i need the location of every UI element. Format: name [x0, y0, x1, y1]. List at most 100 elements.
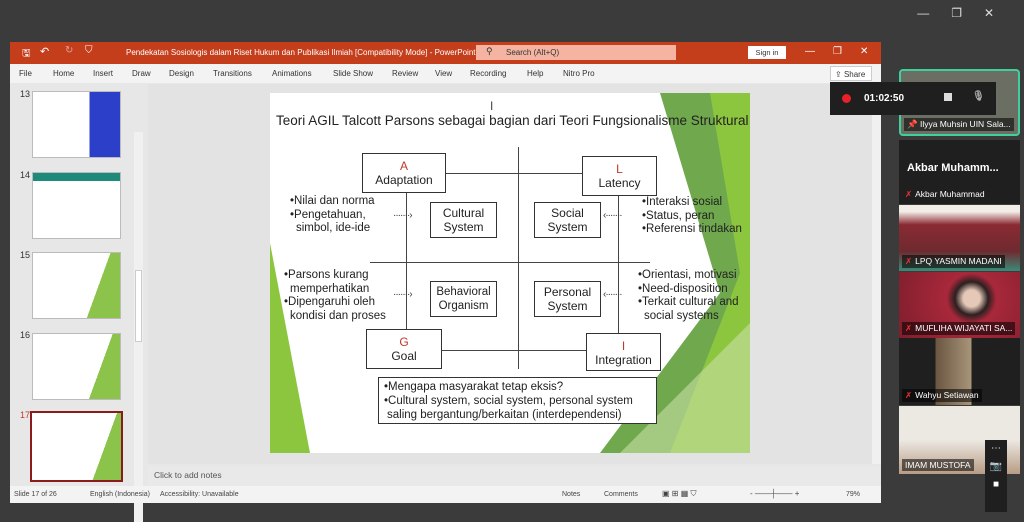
mic-muted-icon: ✗	[905, 323, 913, 333]
box-line: Social	[551, 206, 584, 220]
tab-design[interactable]: Design	[169, 69, 194, 78]
notes-pane[interactable]: Click to add notes	[148, 466, 881, 486]
box-line: Behavioral	[436, 286, 491, 298]
close-button[interactable]: ✕	[860, 46, 869, 57]
arrow-right-icon: ·······›	[393, 210, 413, 221]
letter-a: A	[399, 159, 408, 173]
thumbnail-scrollbar[interactable]	[134, 132, 143, 522]
recording-timer: 01:02:50	[864, 93, 905, 104]
minimize-button[interactable]: —	[805, 46, 815, 57]
tab-nitro-pro[interactable]: Nitro Pro	[563, 69, 595, 78]
record-icon	[842, 94, 851, 103]
mic-muted-icon: ✗	[905, 189, 913, 199]
participant-tile[interactable]: ✗Wahyu Setiawan	[899, 338, 1020, 405]
sign-in-button[interactable]: Sign in	[748, 46, 786, 59]
adaptation-notes: •Nilai dan norma•Pengetahuan,simbol, ide…	[290, 195, 375, 236]
slide-thumbnails-pane: 13 14 15 16 17	[10, 84, 145, 522]
zoom-level[interactable]: 79%	[846, 491, 861, 498]
arrow-left-icon: ‹·······	[603, 210, 623, 221]
participant-tile[interactable]: ✗MUFLIHA WIJAYATI SA...	[899, 272, 1020, 338]
title-bar: 🖫 ↶ ↻ ⛉ Pendekatan Sosiologis dalam Rise…	[10, 42, 881, 64]
more-icon[interactable]: ⋯	[991, 443, 1001, 454]
pin-icon: 📌	[907, 119, 920, 129]
participant-name-text: Ilyya Muhsin UIN Sala...	[919, 119, 1011, 129]
latency-label: Latency	[598, 176, 641, 190]
summary-line: •Cultural system, social system, persona…	[384, 395, 633, 407]
stop-recording-button[interactable]	[944, 93, 952, 101]
slide-canvas[interactable]: Teori AGIL Talcott Parsons sebagai bagia…	[270, 93, 750, 453]
recording-bar: 01:02:50 🎙	[830, 82, 996, 115]
tab-review[interactable]: Review	[392, 69, 419, 78]
thumbnail-number: 16	[20, 330, 31, 340]
view-normal-icon[interactable]: ▣ ⊞ ▦ ⛉	[662, 489, 697, 498]
os-window-controls[interactable]: —❐✕	[917, 6, 1016, 20]
participant-name-text: Akbar Muhammad	[915, 189, 985, 199]
restore-button[interactable]: ❐	[833, 46, 842, 57]
middle-horizontal-line	[370, 262, 650, 263]
arrow-left-icon: ‹·······	[603, 289, 623, 300]
meeting-toolbar: ⋯ 📷 ■	[985, 440, 1007, 512]
tab-help[interactable]: Help	[527, 69, 544, 78]
note-line: simbol, ide-ide	[296, 222, 371, 234]
status-bar: Slide 17 of 26 English (Indonesia) Acces…	[10, 486, 881, 503]
share-button[interactable]: ⇪ Share	[830, 66, 872, 81]
slide-thumbnail-14[interactable]	[32, 172, 121, 239]
slide-thumbnail-17-selected[interactable]	[30, 411, 123, 482]
slide-thumbnail-16[interactable]	[32, 333, 121, 400]
note-line: kondisi dan proses	[290, 309, 386, 322]
note-line: •Parsons kurang	[284, 269, 369, 281]
tab-file[interactable]: File	[19, 69, 32, 78]
integration-label: Integration	[595, 353, 652, 367]
tab-animations[interactable]: Animations	[272, 69, 312, 78]
center-vertical-line	[518, 147, 519, 369]
note-line: •Status, peran	[642, 209, 715, 222]
video-icon[interactable]: ■	[992, 479, 1000, 490]
present-icon[interactable]: ⛉	[85, 45, 93, 56]
tab-home[interactable]: Home	[53, 69, 75, 78]
box-line: System	[443, 220, 484, 234]
save-icon[interactable]: 🖫	[22, 48, 31, 59]
participant-tile[interactable]: ✗LPQ YASMIN MADANI	[899, 205, 1020, 271]
tab-view[interactable]: View	[435, 69, 453, 78]
share-icon: ⇪	[835, 70, 844, 79]
box-line: System	[547, 220, 588, 234]
participant-name-text: LPQ YASMIN MADANI	[915, 256, 1002, 266]
goal-label: Goal	[391, 349, 417, 363]
participant-name-text: MUFLIHA WIJAYATI SA...	[915, 323, 1013, 333]
participant-name: ✗LPQ YASMIN MADANI	[902, 255, 1005, 268]
box-line: Cultural	[442, 206, 485, 220]
tab-slide-show[interactable]: Slide Show	[333, 69, 374, 78]
redo-icon[interactable]: ↻	[65, 45, 74, 56]
note-line: •Dipengaruhi oleh	[284, 296, 375, 308]
note-line: •Interaksi sosial	[642, 196, 723, 208]
adaptation-label: Adaptation	[375, 173, 433, 187]
notes-button[interactable]: Notes	[562, 491, 581, 498]
mute-icon[interactable]: 🎙	[972, 91, 985, 102]
participant-name-text: Wahyu Setiawan	[915, 390, 979, 400]
camera-icon[interactable]: 📷	[989, 461, 1003, 472]
undo-icon[interactable]: ↶	[40, 46, 50, 58]
comments-button[interactable]: Comments	[604, 491, 638, 498]
search-input[interactable]: Search (Alt+Q)	[476, 45, 676, 60]
participant-name: IMAM MUSTOFA	[902, 459, 974, 471]
participant-heading: Akbar Muhamm...	[907, 162, 999, 174]
tab-transitions[interactable]: Transitions	[213, 69, 252, 78]
slide-thumbnail-13[interactable]	[32, 91, 121, 158]
language-indicator[interactable]: English (Indonesia)	[90, 491, 150, 498]
summary-line: saling bergantung/berkaitan (interdepend…	[387, 409, 622, 421]
accessibility-status[interactable]: Accessibility: Unavailable	[160, 491, 239, 498]
tab-recording[interactable]: Recording	[470, 69, 507, 78]
tab-insert[interactable]: Insert	[93, 69, 114, 78]
zoom-slider[interactable]: - ——┼—— +	[750, 489, 800, 498]
arrow-right-icon: ·······›	[393, 289, 413, 300]
participant-tile[interactable]: Akbar Muhamm... ✗Akbar Muhammad	[899, 140, 1020, 204]
slide-thumbnail-15[interactable]	[32, 252, 121, 319]
editor-scrollbar[interactable]	[872, 84, 881, 464]
letter-l: L	[616, 162, 623, 176]
tab-draw[interactable]: Draw	[132, 69, 151, 78]
